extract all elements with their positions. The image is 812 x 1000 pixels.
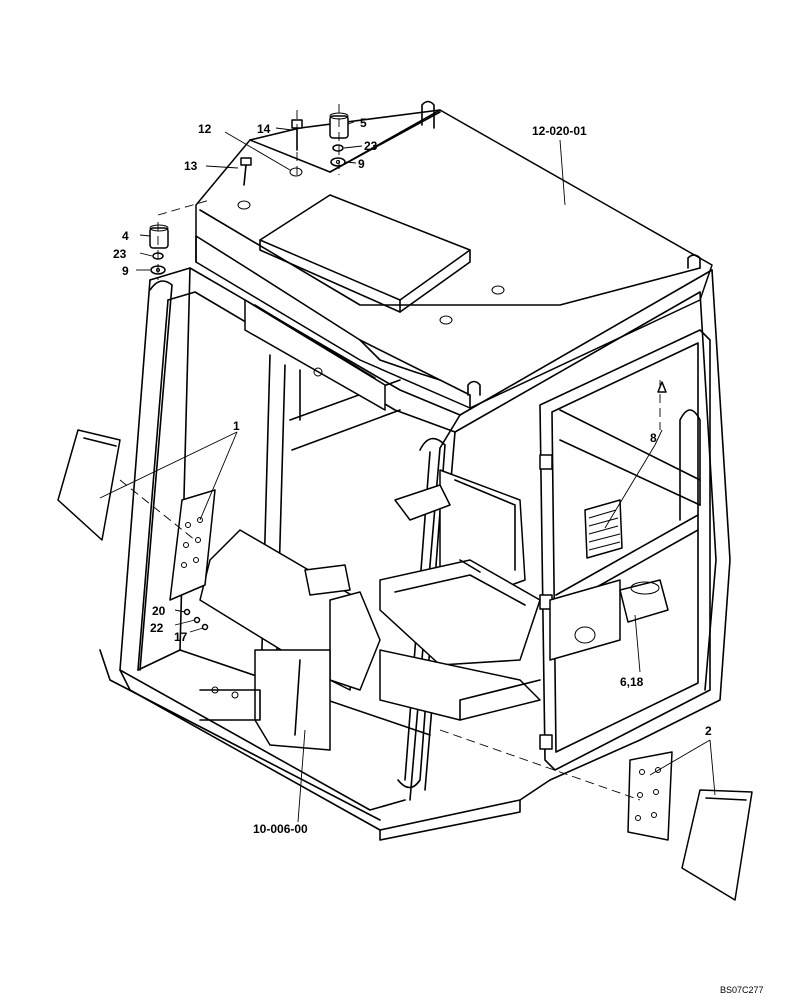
right-window-panel — [681, 789, 753, 901]
callout-23-top: 23 — [364, 139, 378, 153]
floor-dash-assembly — [199, 529, 381, 751]
front-wiper-box — [244, 299, 386, 411]
callout-14: 14 — [257, 122, 271, 136]
right-window-bracket — [627, 751, 673, 841]
callout-20: 20 — [152, 604, 166, 618]
interior-heater-unit — [619, 579, 669, 623]
operator-seat — [379, 469, 621, 721]
leader-lines — [99, 121, 716, 823]
callout-22: 22 — [150, 621, 164, 635]
callout-5: 5 — [360, 116, 367, 130]
callout-6-18: 6,18 — [620, 675, 644, 689]
callout-17: 17 — [174, 630, 188, 644]
callout-labels: 12 14 5 23 9 12-020-01 13 4 23 9 1 8 20 … — [113, 116, 764, 995]
callout-23-left: 23 — [113, 247, 127, 261]
drawing-code: BS07C277 — [720, 985, 764, 995]
roof-assembly — [195, 100, 713, 409]
callout-roof-ref: 12-020-01 — [532, 124, 587, 138]
callout-13: 13 — [184, 159, 198, 173]
callout-12: 12 — [198, 122, 212, 136]
left-window-panel — [57, 429, 121, 541]
callout-1: 1 — [233, 419, 240, 433]
callout-9-left: 9 — [122, 264, 129, 278]
callout-floor-ref: 10-006-00 — [253, 822, 308, 836]
callout-9-top: 9 — [358, 157, 365, 171]
callout-4: 4 — [122, 229, 129, 243]
left-window-bracket — [169, 489, 216, 601]
callout-8: 8 — [650, 431, 657, 445]
callout-2: 2 — [705, 724, 712, 738]
